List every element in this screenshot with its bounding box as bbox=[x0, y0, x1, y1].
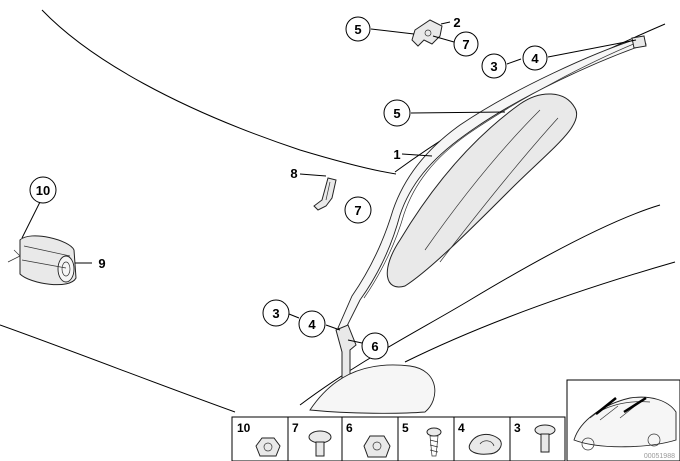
callout-1: 1 bbox=[393, 147, 400, 162]
leader-lines bbox=[21, 21, 637, 344]
svg-text:3: 3 bbox=[514, 421, 521, 435]
watermark-id: 00051988 bbox=[644, 453, 675, 460]
svg-text:7: 7 bbox=[292, 421, 299, 435]
parts-table: 10 7 6 5 4 3 bbox=[231, 416, 566, 461]
callout-4-top: 4 bbox=[522, 45, 548, 71]
callout-6: 6 bbox=[361, 332, 389, 360]
svg-text:1: 1 bbox=[393, 147, 400, 162]
svg-text:4: 4 bbox=[308, 317, 316, 332]
parts-table-cell-10: 10 bbox=[237, 421, 281, 457]
vehicle-thumbnail bbox=[566, 379, 680, 461]
callout-7-top: 7 bbox=[453, 31, 479, 57]
callout-7-mid: 7 bbox=[344, 196, 372, 224]
callout-2: 2 bbox=[453, 15, 460, 30]
clip-part-2 bbox=[411, 19, 443, 47]
svg-text:5: 5 bbox=[402, 421, 409, 435]
svg-text:4: 4 bbox=[531, 51, 539, 66]
callout-3-low: 3 bbox=[262, 299, 290, 327]
airbag-module-part-9 bbox=[7, 235, 77, 286]
svg-text:5: 5 bbox=[354, 22, 361, 37]
svg-text:4: 4 bbox=[458, 421, 465, 435]
svg-text:5: 5 bbox=[393, 106, 400, 121]
callout-8: 8 bbox=[290, 166, 297, 181]
bracket-part-8 bbox=[313, 177, 337, 211]
parts-table-cell-3: 3 bbox=[514, 421, 556, 453]
svg-text:8: 8 bbox=[290, 166, 297, 181]
svg-text:7: 7 bbox=[354, 203, 361, 218]
parts-table-cell-7: 7 bbox=[292, 421, 332, 457]
callout-3-top: 3 bbox=[481, 53, 507, 79]
svg-text:7: 7 bbox=[462, 37, 469, 52]
head-airbag-part-1 bbox=[309, 35, 647, 414]
callout-5-top: 5 bbox=[345, 16, 371, 42]
body-contour-lines bbox=[0, 9, 676, 413]
callout-9: 9 bbox=[98, 256, 105, 271]
parts-table-cell-5: 5 bbox=[402, 421, 442, 457]
svg-text:10: 10 bbox=[36, 183, 50, 198]
svg-text:10: 10 bbox=[237, 421, 251, 435]
svg-text:2: 2 bbox=[453, 15, 460, 30]
svg-text:6: 6 bbox=[346, 421, 353, 435]
callout-4-low: 4 bbox=[298, 310, 326, 338]
svg-text:3: 3 bbox=[272, 306, 279, 321]
svg-text:6: 6 bbox=[371, 339, 378, 354]
svg-text:3: 3 bbox=[490, 59, 497, 74]
svg-text:9: 9 bbox=[98, 256, 105, 271]
parts-table-cell-6: 6 bbox=[346, 421, 391, 458]
callout-5-mid: 5 bbox=[383, 99, 411, 127]
parts-table-cell-4: 4 bbox=[458, 421, 502, 455]
callout-10: 10 bbox=[29, 176, 57, 204]
